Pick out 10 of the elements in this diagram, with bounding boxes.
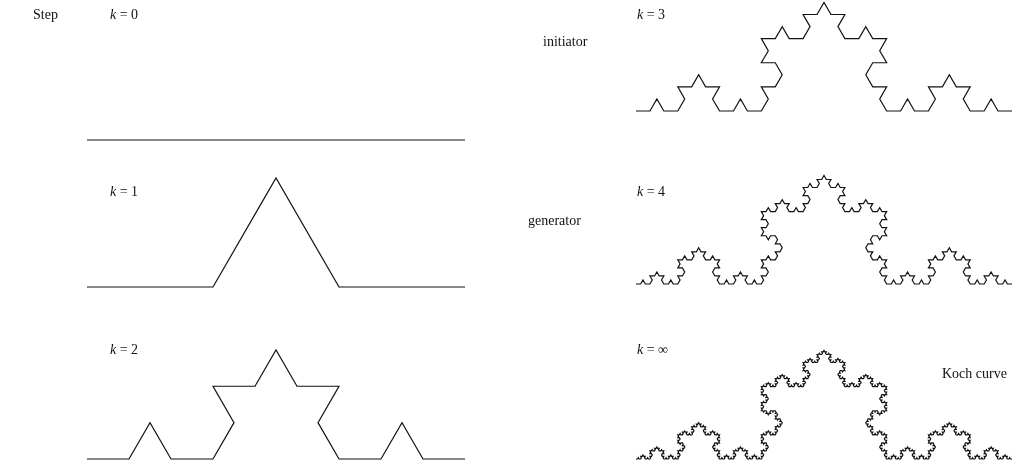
step-label: k = 3 xyxy=(637,7,666,23)
step-label: k = ∞ xyxy=(637,342,669,358)
curve-label: initiator xyxy=(543,34,588,50)
step-label: k = 2 xyxy=(110,342,139,358)
step-label: k = 1 xyxy=(110,184,139,200)
step-label: k = 0 xyxy=(110,7,139,23)
step-label: k = 4 xyxy=(637,184,666,200)
curve-label: Koch curve xyxy=(942,366,1007,382)
column-heading: Step xyxy=(33,7,58,23)
curve-label: generator xyxy=(528,213,581,229)
